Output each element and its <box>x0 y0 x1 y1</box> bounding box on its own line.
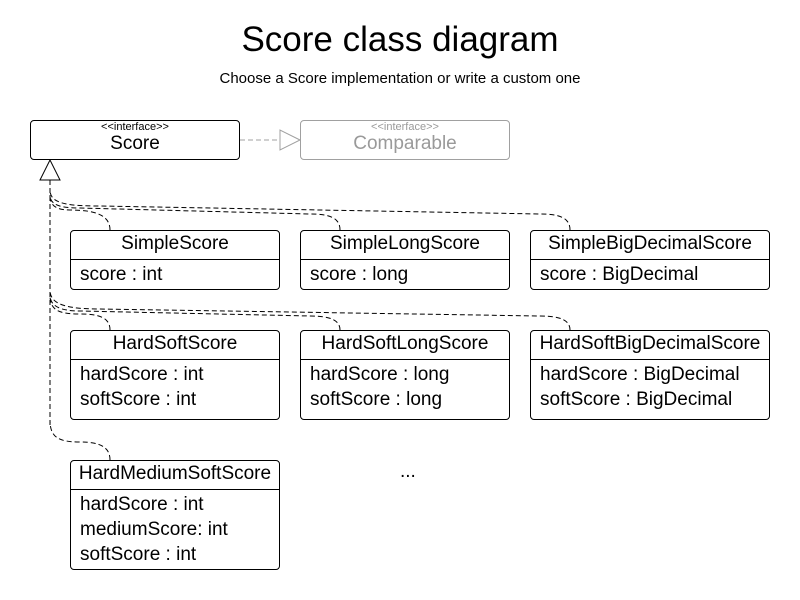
score-stereotype: <<interface>> <box>101 121 169 133</box>
more-implementations-ellipsis: ... <box>400 461 416 482</box>
comparable-interface-name: Comparable <box>353 133 457 154</box>
class-attribute: hardScore : BigDecimal <box>540 364 740 385</box>
connector-simple-bigdecimal-score <box>49 189 571 231</box>
score-interface: <<interface>> Score <box>30 120 240 160</box>
class-attribute: score : int <box>80 264 163 285</box>
class-attribute: hardScore : int <box>80 364 204 385</box>
score-interface-name: Score <box>110 133 160 154</box>
class-name: HardMediumSoftScore <box>71 461 279 490</box>
class-attribute: softScore : long <box>310 389 443 410</box>
comparable-interface: <<interface>> Comparable <box>300 120 510 160</box>
class-name: HardSoftScore <box>71 331 279 360</box>
simple-long-score-class: SimpleLongScore score : long <box>300 230 510 290</box>
hard-soft-long-score-class: HardSoftLongScore hardScore : long softS… <box>300 330 510 420</box>
hard-soft-bigdecimal-score-class: HardSoftBigDecimalScore hardScore : BigD… <box>530 330 770 420</box>
class-name: SimpleScore <box>71 231 279 260</box>
connector-simple-score <box>49 194 111 231</box>
class-attribute: hardScore : long <box>310 364 450 385</box>
class-name: SimpleLongScore <box>301 231 509 260</box>
connector-hard-soft-score <box>49 294 111 331</box>
class-attribute: softScore : BigDecimal <box>540 389 733 410</box>
simple-bigdecimal-score-class: SimpleBigDecimalScore score : BigDecimal <box>530 230 770 290</box>
class-attribute: softScore : int <box>80 544 197 565</box>
class-attribute: mediumScore: int <box>80 519 228 540</box>
diagram-subtitle: Choose a Score implementation or write a… <box>219 70 581 87</box>
hard-medium-soft-score-class: HardMediumSoftScore hardScore : int medi… <box>70 460 280 570</box>
class-name: SimpleBigDecimalScore <box>531 231 769 260</box>
class-attribute: score : long <box>310 264 409 285</box>
comparable-stereotype: <<interface>> <box>371 121 439 133</box>
connector-hard-soft-long-score <box>49 294 341 331</box>
diagram-title: Score class diagram <box>241 20 559 59</box>
realization-arrowhead <box>39 158 61 181</box>
class-attribute: score : BigDecimal <box>540 264 699 285</box>
connector-hard-soft-bigdecimal-score <box>49 289 571 331</box>
class-name: HardSoftLongScore <box>301 331 509 360</box>
comparable-arrowhead <box>279 129 302 151</box>
connector-hard-medium-soft-score <box>49 419 111 461</box>
connector-simple-long-score <box>49 194 341 231</box>
class-attribute: hardScore : int <box>80 494 204 515</box>
simple-score-class: SimpleScore score : int <box>70 230 280 290</box>
hard-soft-score-class: HardSoftScore hardScore : int softScore … <box>70 330 280 420</box>
class-attribute: softScore : int <box>80 389 197 410</box>
class-name: HardSoftBigDecimalScore <box>531 331 769 360</box>
